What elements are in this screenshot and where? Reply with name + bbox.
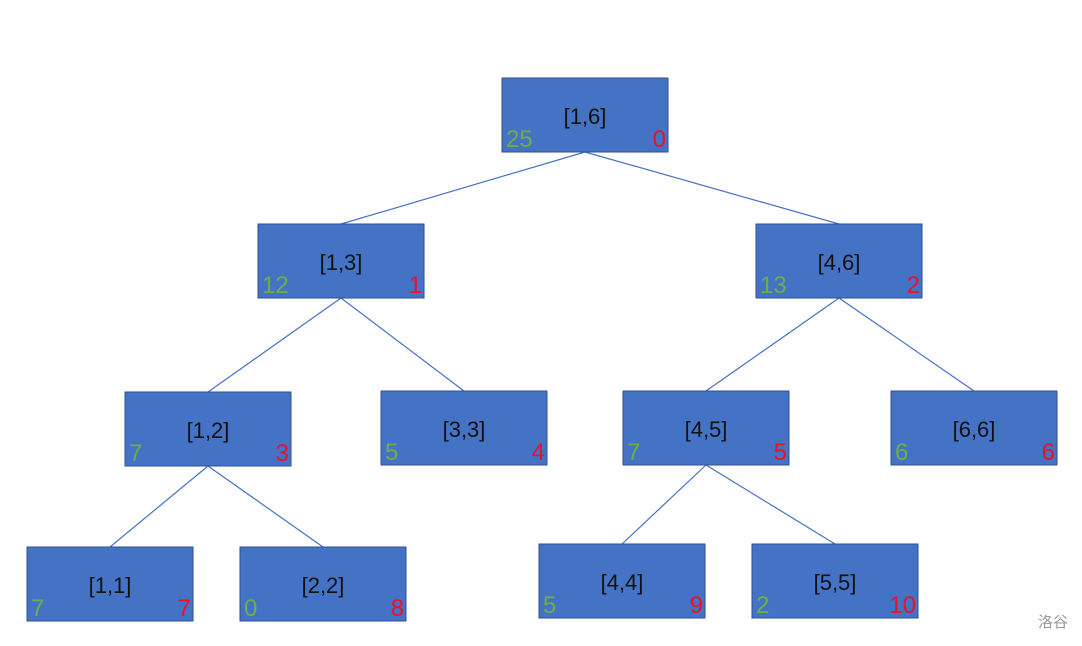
node-interval-label: [1,6] (564, 104, 607, 129)
node-interval-label: [4,5] (685, 417, 728, 442)
node-box (239, 546, 407, 622)
node-index-value: 10 (889, 592, 916, 619)
tree-edge (207, 465, 324, 548)
node-box (380, 390, 548, 466)
node-box (622, 390, 790, 466)
tree-node: [3,3] 5 4 (380, 390, 548, 466)
node-index-value: 6 (1042, 439, 1055, 466)
tree-node: [4,6] 13 2 (755, 223, 923, 299)
node-interval-label: [4,4] (601, 570, 644, 595)
node-index-value: 5 (774, 439, 787, 466)
node-interval-label: [5,5] (814, 570, 857, 595)
tree-edge (340, 297, 465, 392)
node-box (890, 390, 1058, 466)
node-sum-value: 25 (506, 126, 533, 153)
tree-edge (584, 151, 840, 225)
node-index-value: 2 (907, 272, 920, 299)
tree-node: [4,5] 7 5 (622, 390, 790, 466)
node-sum-value: 5 (543, 592, 556, 619)
tree-node: [6,6] 6 6 (890, 390, 1058, 466)
node-box (501, 77, 669, 153)
node-box (26, 546, 194, 622)
tree-edge (340, 151, 586, 225)
node-sum-value: 6 (895, 439, 908, 466)
tree-edges (109, 151, 975, 548)
node-interval-label: [1,2] (187, 418, 230, 443)
node-box (124, 391, 292, 467)
node-sum-value: 7 (129, 440, 142, 467)
node-interval-label: [1,3] (320, 250, 363, 275)
tree-node: [1,3] 12 1 (257, 223, 425, 299)
node-sum-value: 7 (31, 595, 44, 622)
node-sum-value: 12 (262, 272, 289, 299)
node-index-value: 0 (653, 126, 666, 153)
node-interval-label: [1,1] (89, 573, 132, 598)
node-box (751, 543, 919, 619)
tree-node: [4,4] 5 9 (538, 543, 706, 619)
tree-edge (705, 464, 836, 545)
node-index-value: 7 (178, 595, 191, 622)
node-index-value: 8 (391, 595, 404, 622)
watermark: 洛谷 (1037, 613, 1068, 631)
node-interval-label: [6,6] (953, 417, 996, 442)
node-interval-label: [2,2] (302, 573, 345, 598)
tree-node: [1,2] 7 3 (124, 391, 292, 467)
tree-edge (207, 297, 342, 393)
node-index-value: 1 (409, 272, 422, 299)
node-box (538, 543, 706, 619)
node-index-value: 9 (690, 592, 703, 619)
node-sum-value: 2 (756, 592, 769, 619)
node-interval-label: [3,3] (443, 417, 486, 442)
tree-node: [2,2] 0 8 (239, 546, 407, 622)
tree-node: [5,5] 2 10 (751, 543, 919, 619)
node-index-value: 3 (276, 440, 289, 467)
node-sum-value: 7 (627, 439, 640, 466)
tree-edge (705, 297, 840, 392)
node-sum-value: 0 (244, 595, 257, 622)
tree-edge (621, 464, 707, 545)
node-box (755, 223, 923, 299)
node-index-value: 4 (532, 439, 545, 466)
tree-node: [1,1] 7 7 (26, 546, 194, 622)
tree-edge (838, 297, 975, 392)
node-box (257, 223, 425, 299)
node-sum-value: 13 (760, 272, 787, 299)
tree-edge (109, 465, 209, 548)
tree-node: [1,6] 25 0 (501, 77, 669, 153)
node-sum-value: 5 (385, 439, 398, 466)
node-interval-label: [4,6] (818, 250, 861, 275)
